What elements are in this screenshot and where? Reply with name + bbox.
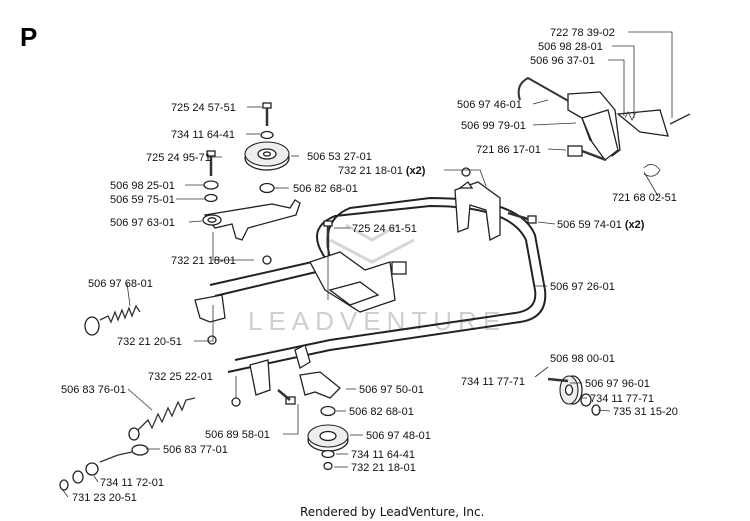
callout-leaders — [61, 31, 673, 498]
washer-part — [59, 130, 601, 491]
part-label[interactable]: 734 11 64-41 — [351, 449, 415, 461]
part-label[interactable]: 732 25 22-01 — [148, 371, 213, 383]
part-label[interactable]: 734 11 77-71 — [590, 393, 654, 405]
part-label[interactable]: 506 97 48-01 — [366, 430, 431, 442]
part-label[interactable]: 506 83 76-01 — [61, 384, 126, 396]
part-label[interactable]: 734 11 77-71 — [461, 376, 525, 388]
part-label[interactable]: 725 24 57-51 — [171, 102, 236, 114]
part-label[interactable]: 721 68 02-51 — [612, 192, 677, 204]
part-label[interactable]: 506 97 50-01 — [359, 384, 424, 396]
section-letter: P — [20, 22, 37, 52]
lower-pulley-part — [307, 424, 349, 452]
part-label[interactable]: 506 89 58-01 — [205, 429, 270, 441]
rear-bracket-part — [454, 181, 501, 241]
bracket-plate-part — [202, 199, 301, 241]
part-label[interactable]: 721 86 17-01 — [476, 144, 541, 156]
watermark-logo-icon — [329, 223, 415, 264]
upper-pulley-part — [244, 141, 290, 171]
part-label[interactable]: 722 78 39-02 — [550, 27, 615, 39]
part-label[interactable]: 506 83 77-01 — [163, 444, 228, 456]
spring-part — [84, 304, 196, 463]
part-labels: 722 78 39-02 506 98 28-01 506 96 37-01 5… — [61, 27, 678, 504]
center-bracket-part — [309, 230, 407, 313]
part-label[interactable]: 725 24 61-51 — [352, 223, 417, 235]
watermark-text: LEADVENTURE — [248, 306, 506, 336]
part-label[interactable]: 731 23 20-51 — [72, 492, 137, 504]
front-bracket-part — [194, 294, 311, 396]
part-label[interactable]: 506 53 27-01 — [307, 151, 372, 163]
part-label[interactable]: 506 82 68-01 — [293, 183, 358, 195]
part-label[interactable]: 734 11 72-01 — [100, 477, 164, 489]
lower-bracket-part — [299, 371, 341, 399]
part-label[interactable]: 506 97 63-01 — [110, 217, 175, 229]
part-label[interactable]: 506 98 25-01 — [110, 180, 175, 192]
part-label[interactable]: 732 21 20-51 — [117, 336, 182, 348]
bolt-part — [206, 102, 569, 405]
part-label[interactable]: 732 21 18-01 (x2) — [338, 165, 426, 177]
part-label[interactable]: 506 97 46-01 — [457, 99, 522, 111]
part-label[interactable]: 506 99 79-01 — [461, 120, 526, 132]
lever-assembly-part — [517, 76, 691, 177]
part-label[interactable]: 506 59 75-01 — [110, 194, 175, 206]
part-label[interactable]: 506 59 74-01 (x2) — [557, 219, 645, 231]
part-label[interactable]: 506 97 68-01 — [88, 278, 153, 290]
part-label[interactable]: 506 98 28-01 — [538, 41, 603, 53]
part-label[interactable]: 732 21 18-01 — [351, 462, 416, 474]
part-label[interactable]: 734 11 64-41 — [171, 129, 235, 141]
part-label[interactable]: 735 31 15-20 — [613, 406, 678, 418]
part-label[interactable]: 506 97 96-01 — [585, 378, 650, 390]
part-label[interactable]: 725 24 95-71 — [146, 152, 211, 164]
footer-credit: Rendered by LeadVenture, Inc. — [300, 505, 484, 519]
part-label[interactable]: 506 96 37-01 — [530, 55, 595, 67]
part-label[interactable]: 732 21 18-01 — [171, 255, 236, 267]
part-label[interactable]: 506 98 00-01 — [550, 353, 615, 365]
part-label[interactable]: 506 82 68-01 — [349, 406, 414, 418]
part-label[interactable]: 506 97 26-01 — [550, 281, 615, 293]
